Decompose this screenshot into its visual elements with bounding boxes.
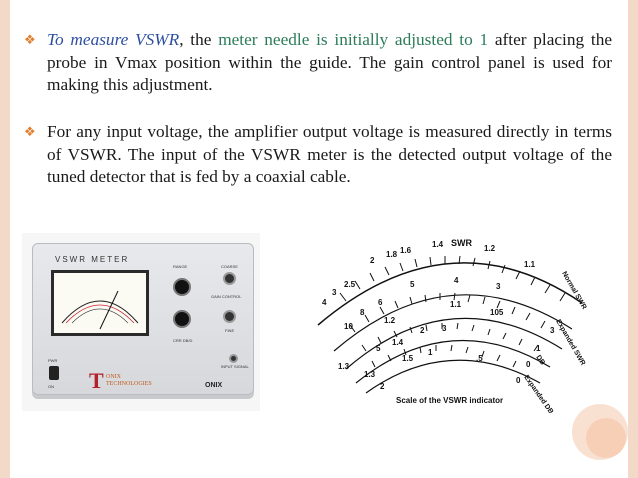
scale-label-dot5: .5 — [476, 354, 483, 363]
scale-label-1-1-top: 1.1 — [524, 260, 536, 269]
label-range: RANGE — [173, 264, 188, 269]
meter-dial — [51, 270, 149, 336]
scale-arcs — [317, 262, 583, 394]
label-on: ON — [48, 384, 54, 389]
scale-label-2-5: 2.5 — [344, 280, 356, 289]
scale-label-4: 4 — [322, 298, 327, 307]
scale-caption: Scale of the VSWR indicator — [396, 396, 503, 405]
scale-label-10: 10 — [344, 322, 353, 331]
input-connector — [229, 354, 238, 363]
scale-label-1-8: 1.8 — [386, 250, 398, 259]
scale-label-1-4b: 1.4 — [392, 338, 404, 347]
scale-ticks — [339, 255, 566, 368]
meter-body: VSWR METER RANGE COARSE GAIN CONTROL FIN… — [32, 243, 254, 395]
scale-label-3b: 3 — [496, 282, 501, 291]
label-expanded-swr: Expanded SWR — [554, 319, 586, 367]
italic-lead: To measure VSWR — [47, 30, 180, 49]
label-normal-swr: Normal SWR — [560, 271, 587, 311]
scale-numbers: 1.6 1.4 SWR 1.2 2 1.8 1.1 4 3 2.5 5 4 3 … — [322, 238, 588, 413]
bullet-icon: ❖ — [24, 124, 36, 139]
range-knob — [173, 278, 191, 296]
swr-label: SWR — [451, 238, 472, 248]
label-power: PWR — [48, 358, 58, 363]
scale-three: 3 — [550, 326, 555, 335]
scale-label-1-5: 1.5 — [402, 354, 414, 363]
scale-zero-1: 0 — [516, 376, 521, 385]
scale-label-5b: 5 — [376, 344, 381, 353]
left-frame-strip — [0, 0, 10, 478]
scale-label-1-1: 1.1 — [450, 300, 462, 309]
scale-label-2d: 2 — [380, 382, 385, 391]
power-switch — [49, 366, 59, 380]
text-rest: after placing the probe in Vmax position… — [47, 30, 613, 94]
scale-label-1-2: 1.2 — [484, 244, 496, 253]
coarse-knob — [223, 272, 236, 285]
scale-label-6: 6 — [378, 298, 383, 307]
scale-label-1-2b: 1.2 — [384, 316, 396, 325]
brand-name: ONIX — [205, 382, 223, 389]
scale-label-2c: 2 — [420, 326, 425, 335]
scale-label-1-3: 1.3 — [338, 362, 350, 371]
paragraph-amplifier: For any input voltage, the amplifier out… — [47, 122, 612, 186]
meter-title: VSWR METER — [55, 255, 130, 264]
scale-label-3: 3 — [332, 288, 337, 297]
label-expanded-db: Expanded DB — [522, 374, 554, 413]
scale-label-1-6: 1.6 — [400, 246, 412, 255]
scale-label-1-3b: 1.3 — [364, 370, 376, 379]
meter-dial-svg — [61, 290, 139, 330]
right-frame-strip — [628, 0, 638, 478]
label-freq: CRR DB/D — [173, 338, 193, 343]
fine-knob — [223, 310, 236, 323]
scale-label-4b: 4 — [454, 276, 459, 285]
paragraph-vswr-measure: To measure VSWR, the meter needle is ini… — [47, 29, 612, 97]
company-logo-text: ONIX TECHNOLOGIES — [106, 374, 152, 388]
scale-label-1-4: 1.4 — [432, 240, 444, 249]
scale-zero-2: 0 — [526, 360, 531, 369]
scale-label-5: 5 — [410, 280, 415, 289]
logo-line1: ONIX — [106, 374, 121, 380]
scale-label-2: 2 — [370, 256, 375, 265]
text-mid: , the — [179, 30, 219, 49]
scale-one: 1 — [536, 344, 541, 353]
company-logo-mark: T — [89, 368, 104, 393]
highlight-text: meter needle is initially adjusted to 1 — [218, 30, 489, 49]
scale-label-1: 1 — [428, 348, 433, 357]
attenuator-knob — [173, 310, 191, 328]
vswr-scale-diagram: 1.6 1.4 SWR 1.2 2 1.8 1.1 4 3 2.5 5 4 3 … — [317, 238, 588, 413]
label-gain: GAIN CONTROL — [211, 294, 242, 299]
label-input: INPUT SIGNAL — [221, 364, 249, 369]
label-fine: FINE — [225, 328, 235, 333]
logo-line2: TECHNOLOGIES — [106, 381, 152, 387]
scale-label-105: 105 — [490, 308, 504, 317]
corner-decoration-inner — [586, 418, 626, 458]
label-coarse: COARSE — [221, 264, 238, 269]
scale-label-8: 8 — [360, 308, 365, 317]
scale-label-3c: 3 — [442, 324, 447, 333]
label-db: DB — [534, 354, 546, 366]
bullet-icon: ❖ — [24, 32, 36, 47]
vswr-meter-photo: VSWR METER RANGE COARSE GAIN CONTROL FIN… — [22, 233, 260, 411]
